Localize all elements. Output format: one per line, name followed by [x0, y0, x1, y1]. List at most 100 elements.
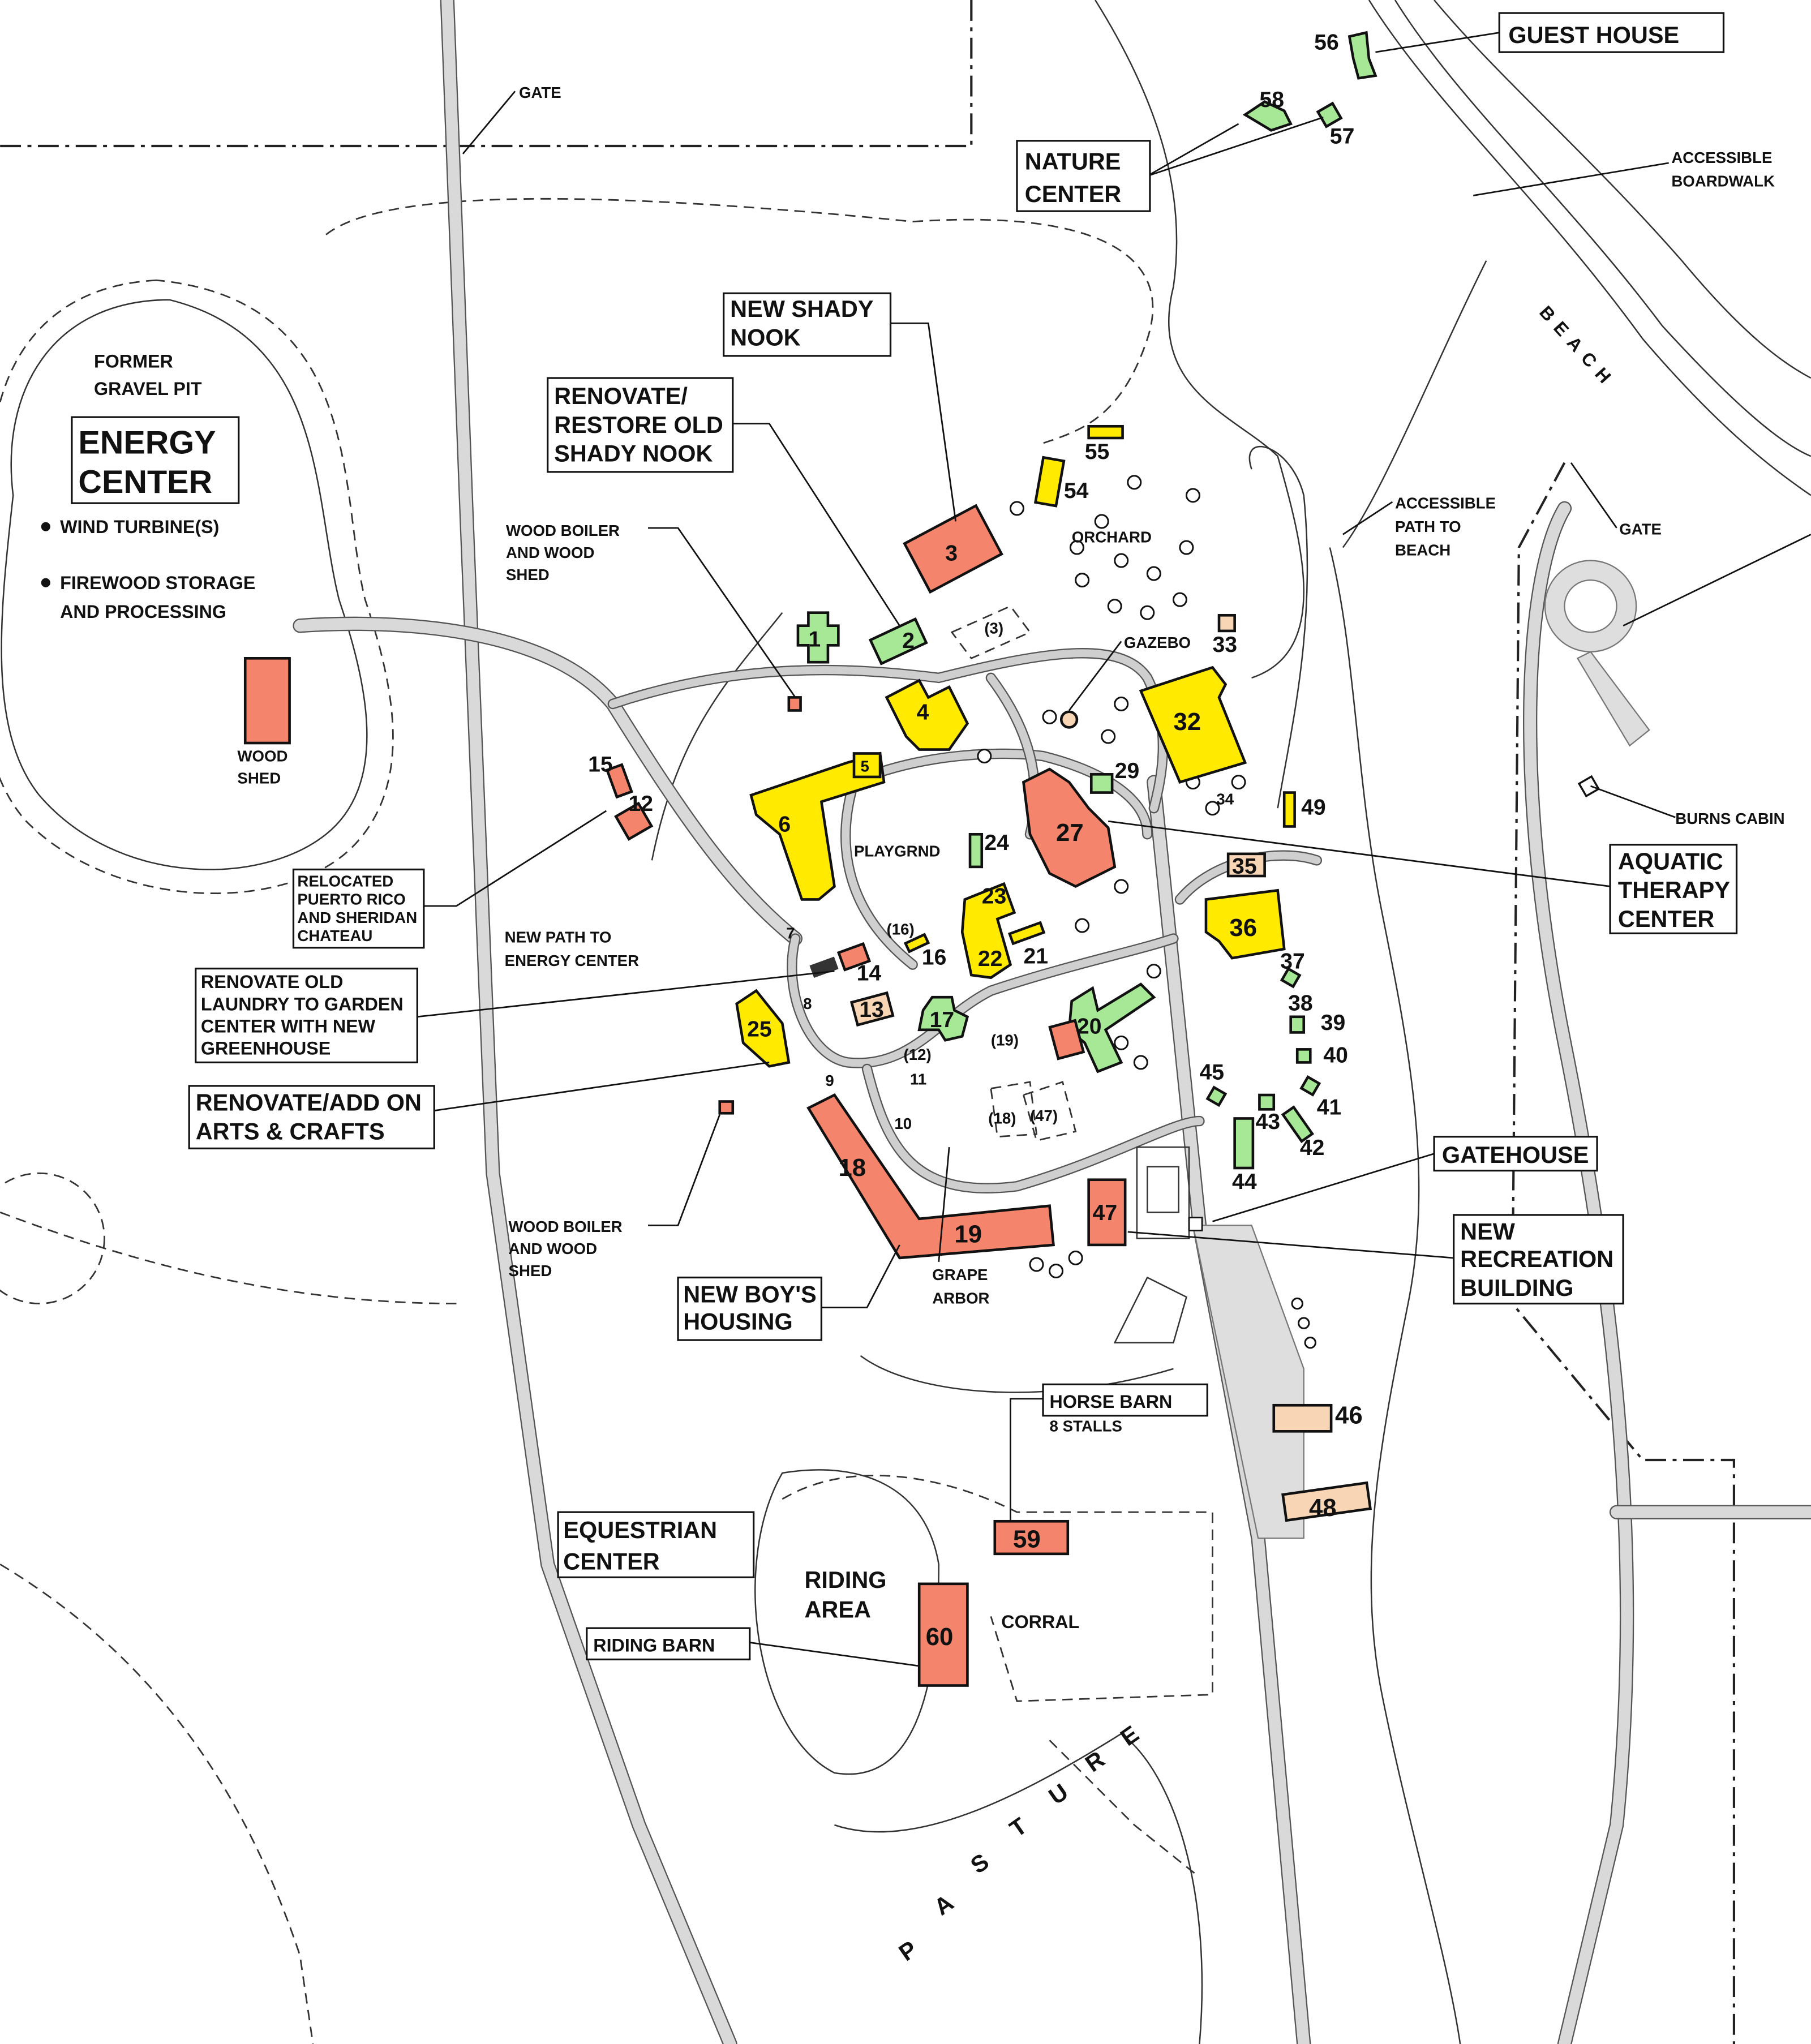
building-16[interactable]: [903, 933, 930, 954]
svg-text:P: P: [894, 1935, 922, 1966]
svg-text:36: 36: [1229, 914, 1257, 942]
building-17[interactable]: [917, 995, 969, 1042]
wood-boiler-1[interactable]: [787, 696, 802, 712]
callout-nature-center[interactable]: NATURE CENTER: [1016, 140, 1151, 212]
svg-text:RELOCATED: RELOCATED: [297, 872, 393, 890]
svg-text:R: R: [1080, 1746, 1110, 1777]
building-12[interactable]: [614, 801, 654, 841]
svg-text:1: 1: [808, 628, 821, 652]
svg-text:AND WOOD: AND WOOD: [506, 544, 595, 561]
building-13[interactable]: [849, 991, 895, 1027]
building-57[interactable]: [1316, 101, 1343, 128]
callout-laundry-garden-center[interactable]: RENOVATE OLD LAUNDRY TO GARDEN CENTER WI…: [195, 967, 418, 1064]
callout-recreation-building[interactable]: NEW RECREATION BUILDING: [1453, 1214, 1624, 1305]
building-45[interactable]: [1205, 1085, 1228, 1107]
svg-text:BOARDWALK: BOARDWALK: [1671, 172, 1775, 190]
building-33[interactable]: [1217, 613, 1236, 633]
building-55[interactable]: [1087, 424, 1124, 440]
building-40[interactable]: [1295, 1048, 1312, 1064]
callout-relocated-chateau[interactable]: RELOCATED PUERTO RICO AND SHERIDAN CHATE…: [292, 868, 425, 949]
svg-text:AQUATIC: AQUATIC: [1618, 848, 1723, 874]
wood-boiler-2[interactable]: [718, 1100, 735, 1115]
building-54[interactable]: [1033, 456, 1066, 508]
building-58[interactable]: [1242, 100, 1293, 132]
svg-text:WOOD BOILER: WOOD BOILER: [509, 1218, 623, 1235]
building-47[interactable]: [1087, 1178, 1127, 1247]
svg-text:29: 29: [1115, 759, 1140, 783]
building-38[interactable]: [1289, 1015, 1306, 1034]
building-59[interactable]: [993, 1519, 1070, 1556]
shoreline: [1368, 0, 1811, 2044]
building-49[interactable]: [1282, 791, 1296, 828]
callout-boys-housing[interactable]: NEW BOY'S HOUSING: [677, 1276, 823, 1341]
bullet-icon: [41, 522, 50, 531]
callout-new-shady-nook[interactable]: NEW SHADY NOOK: [723, 292, 892, 357]
building-5[interactable]: [852, 752, 882, 779]
svg-text:ENERGY CENTER: ENERGY CENTER: [505, 952, 639, 969]
building-36[interactable]: [1204, 888, 1286, 960]
svg-text:57: 57: [1330, 124, 1355, 148]
building-2[interactable]: [868, 617, 928, 665]
building-41[interactable]: [1299, 1075, 1321, 1097]
svg-text:AND PROCESSING: AND PROCESSING: [60, 602, 226, 622]
svg-text:23: 23: [982, 884, 1007, 908]
callout-gatehouse[interactable]: GATEHOUSE: [1433, 1136, 1598, 1172]
svg-text:GATE: GATE: [519, 84, 561, 101]
buildings: [243, 31, 1600, 1687]
building-35[interactable]: [1226, 852, 1266, 878]
burns-cabin[interactable]: [1577, 775, 1600, 798]
building-wood-shed[interactable]: [243, 656, 291, 745]
building-56[interactable]: [1347, 31, 1377, 80]
building-15[interactable]: [605, 763, 633, 799]
callout-restore-shady-nook[interactable]: RENOVATE/ RESTORE OLD SHADY NOOK: [547, 377, 734, 473]
svg-text:PATH TO: PATH TO: [1395, 518, 1461, 535]
svg-text:(16): (16): [887, 921, 915, 938]
building-43[interactable]: [1258, 1093, 1276, 1111]
svg-text:5: 5: [861, 758, 869, 775]
callout-riding-barn[interactable]: RIDING BARN: [586, 1627, 751, 1661]
callout-arts-crafts[interactable]: RENOVATE/ADD ON ARTS & CRAFTS: [188, 1085, 435, 1150]
building-18-19[interactable]: [806, 1093, 1055, 1260]
callout-equestrian-center[interactable]: EQUESTRIAN CENTER: [557, 1511, 755, 1578]
building-46[interactable]: [1272, 1403, 1333, 1433]
svg-text:E: E: [1115, 1720, 1144, 1751]
svg-text:41: 41: [1317, 1096, 1342, 1120]
callouts: GUEST HOUSE NATURE CENTER NEW SHADY NOOK…: [71, 12, 1738, 1661]
building-44[interactable]: [1233, 1117, 1255, 1170]
svg-text:HOUSING: HOUSING: [683, 1308, 792, 1335]
callout-aquatic-therapy[interactable]: AQUATIC THERAPY CENTER: [1609, 844, 1738, 934]
building-29[interactable]: [1089, 773, 1114, 794]
building-24[interactable]: [968, 832, 984, 869]
building-48[interactable]: [1281, 1481, 1372, 1522]
building-37[interactable]: [1280, 967, 1302, 989]
building-42[interactable]: [1281, 1105, 1315, 1144]
roads: [293, 0, 1650, 2044]
building-27[interactable]: [1022, 767, 1117, 888]
svg-text:ARBOR: ARBOR: [932, 1290, 989, 1307]
building-1[interactable]: [796, 611, 840, 664]
building-23-22[interactable]: [960, 882, 1016, 980]
building-32[interactable]: [1139, 665, 1247, 784]
callout-horse-barn[interactable]: HORSE BARN 8 STALLS: [1042, 1383, 1208, 1435]
greenhouse: [809, 956, 839, 978]
building-3[interactable]: [903, 504, 1003, 594]
building-21-wing[interactable]: [1008, 921, 1046, 946]
building-14[interactable]: [836, 942, 872, 972]
svg-text:RESTORE OLD: RESTORE OLD: [554, 411, 723, 438]
trees: [977, 475, 1316, 1349]
callout-energy-center[interactable]: ENERGY CENTER: [71, 416, 240, 504]
svg-text:13: 13: [859, 998, 884, 1022]
svg-text:RIDING: RIDING: [804, 1566, 886, 1593]
gazebo[interactable]: [1059, 710, 1079, 729]
svg-text:T: T: [1005, 1812, 1032, 1842]
callout-guest-house[interactable]: GUEST HOUSE: [1498, 12, 1725, 53]
gatehouse-building[interactable]: [1188, 1217, 1203, 1231]
svg-text:11: 11: [910, 1071, 926, 1088]
terrain-outlines: [0, 0, 1487, 2044]
building-25[interactable]: [735, 989, 791, 1068]
svg-text:15: 15: [588, 753, 613, 777]
building-60[interactable]: [917, 1582, 969, 1687]
svg-text:17: 17: [930, 1008, 955, 1032]
building-4[interactable]: [885, 679, 969, 751]
building-20-annex[interactable]: [1048, 1019, 1085, 1060]
